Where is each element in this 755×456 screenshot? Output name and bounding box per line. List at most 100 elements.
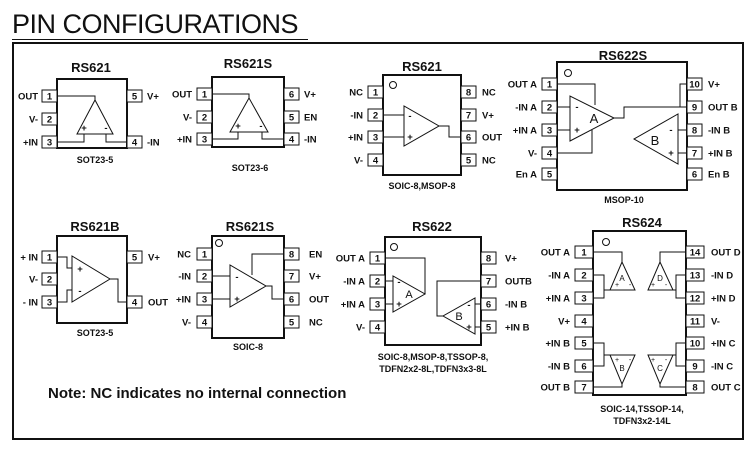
pin-label: V- [183,113,192,124]
pin-number: 2 [47,115,52,126]
pin-number: 2 [375,277,380,288]
package-name: RS622S [599,48,648,63]
amp-b-label: B [455,311,462,323]
pin-label: -IN [304,135,317,146]
plus-sign: + [615,282,619,289]
pin-label: NC [309,318,323,329]
wire [110,278,127,303]
amp-a-label: A [590,111,599,126]
pin-number: 5 [581,339,587,350]
pin-label: NC [177,250,191,261]
pin-number: 4 [132,138,138,149]
package-rs621s-soic8: RS621S 1 NC 2 -IN 3 +IN 4 V- 5 NC 6 OUT … [176,219,329,352]
op-amp-b-symbol [632,113,679,165]
pin-number: 9 [692,362,697,373]
op-amp-symbol [229,264,267,308]
pin1-marker [602,238,610,246]
chip-body [382,74,462,176]
pin-label: -IN [178,272,191,283]
pin-number: 8 [486,254,491,265]
pin1-marker [564,69,572,77]
wire [439,125,461,138]
pin-label: -IN D [711,271,733,282]
pin-box [685,314,705,328]
pin-label: +IN [176,295,191,306]
pin-label: OUT [18,92,38,103]
pin-number: 3 [547,126,552,137]
pin-label: -IN B [505,300,527,311]
wire [593,384,623,388]
pin-number: 6 [486,300,491,311]
pin-label: +IN [348,133,363,144]
wire [57,95,96,100]
pin-number: 7 [289,272,294,283]
pin-label: V- [29,275,38,286]
amp-b-label: B [619,364,624,373]
wire [385,257,426,294]
pin-box [460,153,477,167]
package-type: MSOP-10 [604,195,644,205]
pin-number: 6 [581,362,586,373]
plus-sign: + [235,121,241,132]
pin-number: 4 [547,149,553,160]
pin-number: 11 [690,317,701,328]
pin-label: OUT D [711,248,741,259]
pin-label: -IN C [711,362,733,373]
pin-number: 8 [692,383,697,394]
package-rs622s-msop10: RS622S 1 OUT A 2 -IN A 3 +IN A 4 V- 5 En… [508,48,738,205]
pin-label: V+ [482,111,494,122]
pin-number: 4 [581,317,587,328]
wire [251,253,284,275]
pin-number: 4 [373,156,379,167]
wire [261,132,284,140]
pin-label: -IN B [548,362,570,373]
pin-box [367,153,384,167]
package-type: SOT23-5 [77,155,114,165]
amp-c-label: C [657,364,663,373]
pin-number: 1 [375,254,381,265]
pin-label: OUT [482,133,502,144]
op-amp-a-symbol [569,95,616,142]
pin-number: 4 [375,323,381,334]
op-amp-b-symbol [441,297,476,335]
pin-number: 6 [692,170,697,181]
pin-box [196,247,213,261]
pin-box [367,85,384,99]
chip-body [592,230,687,396]
package-rs621-soic8: RS621 1 NC 2 -IN 3 +IN 4 V- 5 NC 6 OUT 7… [348,59,502,191]
package-rs621-sot23-5: RS621 1 OUT 2 V- 3 +IN 4 -IN 5 V+ + - SO… [18,60,160,165]
pin-number: 1 [202,90,208,101]
wire [593,251,623,262]
pin-number: 4 [289,135,295,146]
pin-label: OUT B [540,383,570,394]
minus-sign: - [78,286,81,297]
package-type: SOIC-8,MSOP-8,TSSOP-8, [378,352,489,362]
package-name: RS621 [402,59,442,74]
pin-number: 1 [47,92,53,103]
pin-label: - IN [23,298,38,309]
pin-number: 14 [690,248,701,259]
minus-sign: - [629,357,632,364]
page-title: PIN CONFIGURATIONS [12,9,299,39]
wire [105,134,127,143]
pin-label: V- [354,156,363,167]
amp-d-label: D [657,274,663,283]
pin-box [196,110,213,124]
pin-label: V+ [148,253,160,264]
pin-label: +IN [177,135,192,146]
pin-label: OUT A [541,248,570,259]
plus-sign: + [574,125,580,136]
pin-number: 1 [47,253,53,264]
pin-number: 1 [581,248,587,259]
wire [614,106,680,119]
pin-number: 2 [547,103,552,114]
pin-label: -IN [147,138,160,149]
pin-number: 5 [132,253,138,264]
pin-box [283,269,300,283]
pin-number: 3 [581,294,586,305]
pin-number: 5 [289,318,295,329]
pin-label: -IN B [708,126,730,137]
op-amp-b-symbol [609,354,636,386]
wire [557,83,596,105]
minus-sign: - [397,277,400,288]
